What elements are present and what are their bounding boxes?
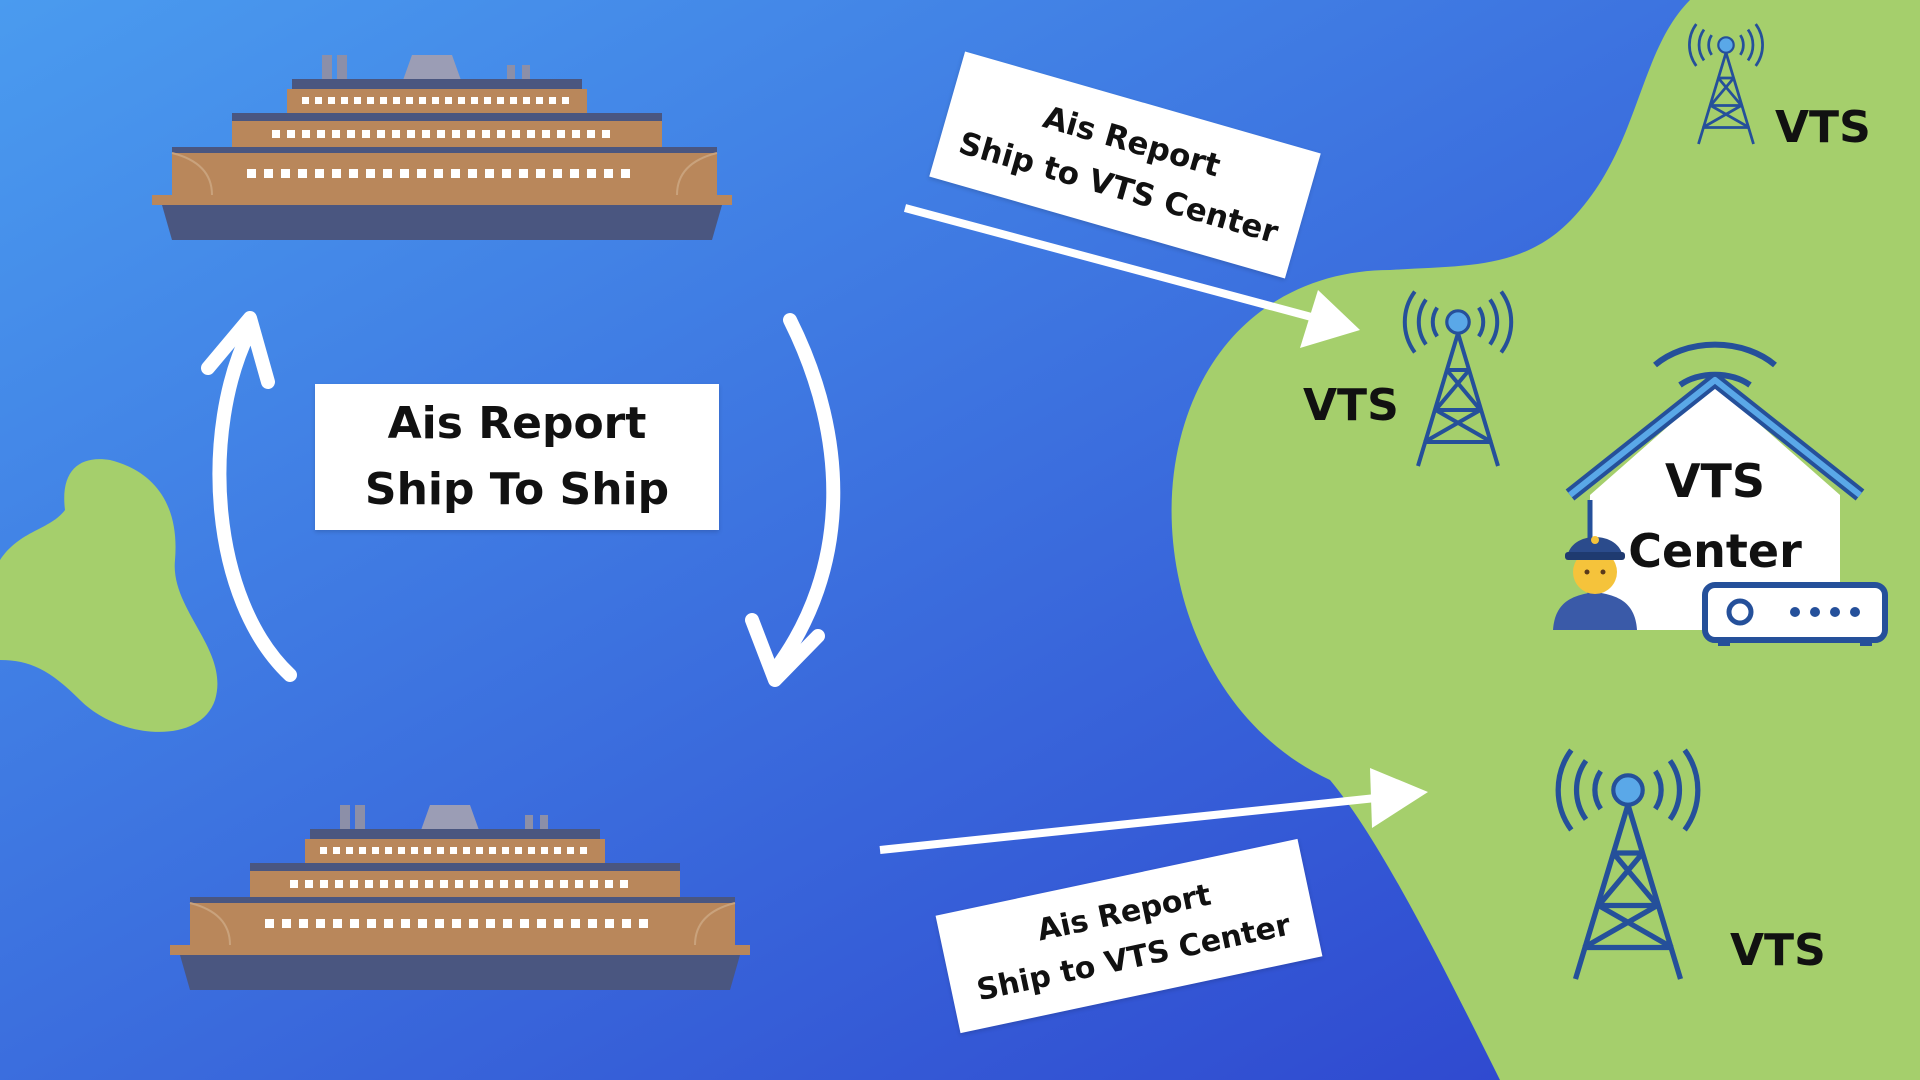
report-arrows <box>879 204 1428 854</box>
arrow-top-to-vts <box>903 204 1332 326</box>
down-arrow-icon <box>768 313 841 677</box>
exchange-arrows <box>201 311 841 687</box>
vts-label-top-right: VTS <box>1775 102 1871 153</box>
router-icon <box>1702 582 1888 646</box>
vts-center-label: VTS Center <box>1620 446 1810 586</box>
ship-to-ship-label: Ais Report Ship To Ship <box>315 384 719 530</box>
ship-to-ship-line2: Ship To Ship <box>364 464 670 515</box>
vts-center-line2: Center <box>1628 524 1802 578</box>
police-officer-icon <box>1553 536 1637 630</box>
right-land-mass <box>1171 0 1920 1080</box>
vts-center-building-icon <box>1565 341 1865 630</box>
vts-label-middle: VTS <box>1303 380 1399 431</box>
ship-to-ship-line1: Ais Report <box>387 398 647 449</box>
vts-center-line1: VTS <box>1664 454 1766 508</box>
left-island <box>0 459 218 732</box>
up-arrow-icon <box>212 323 297 682</box>
vts-label-bottom: VTS <box>1730 925 1826 976</box>
arrow-bottom-to-vts <box>879 792 1396 854</box>
